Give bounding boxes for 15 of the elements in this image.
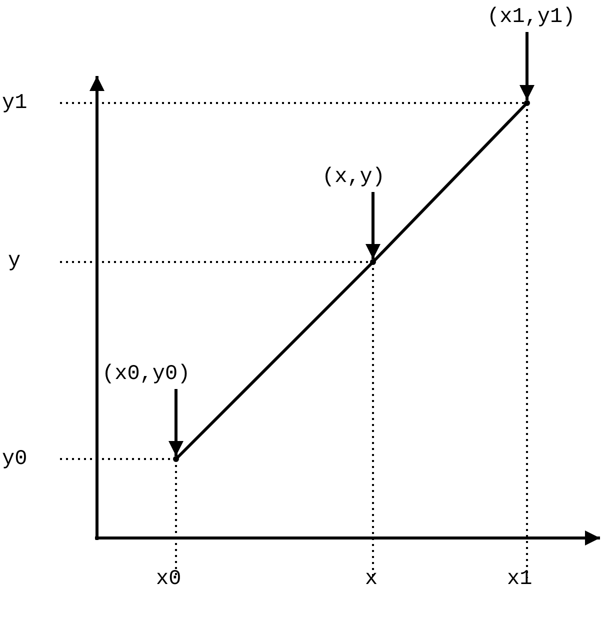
line-segment (372, 102, 528, 264)
arrow (520, 32, 534, 100)
line-segment (174, 260, 374, 460)
point-label: (x,y) (322, 166, 386, 190)
arrow (168, 389, 184, 456)
line-point (173, 456, 179, 462)
x-axis-label: x0 (156, 568, 182, 592)
line-point (370, 259, 376, 265)
arrow (366, 192, 380, 259)
point-label: (x0,y0) (102, 363, 190, 387)
y-axis-label: y1 (2, 92, 28, 116)
y-axis-label: y (8, 250, 21, 274)
line-point (524, 100, 530, 106)
y-axis-label: y0 (2, 448, 28, 472)
point-label: (x1,y1) (487, 6, 576, 30)
